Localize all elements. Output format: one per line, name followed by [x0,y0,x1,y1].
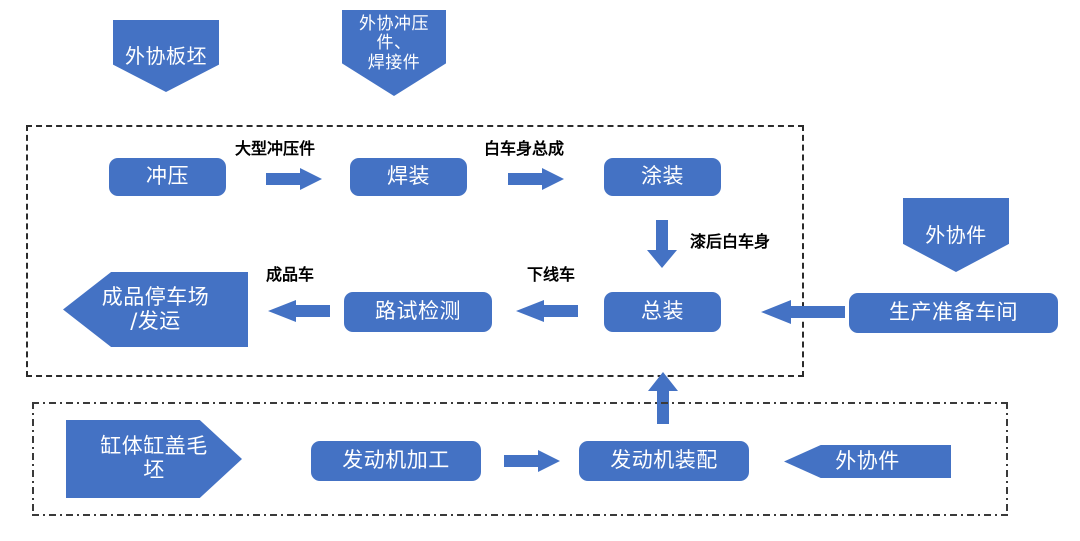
edge-label-assembly-to-roadtest: 下线车 [527,265,576,284]
arrow-painting-to-assembly [647,220,677,268]
main-zone-border [26,125,804,377]
node-welding[interactable]: 焊装 [350,158,467,196]
node-engine-assembly[interactable]: 发动机装配 [579,441,749,481]
arrow-engine-to-assembly [648,372,678,424]
edge-label-painting-to-assembly: 漆后白车身 [690,232,771,251]
node-stamping[interactable]: 冲压 [109,158,226,196]
arrow-roadtest-to-lot [268,300,330,322]
node-production-preparation-workshop[interactable]: 生产准备车间 [849,293,1058,333]
input-arrow-outsourced-parts-bottom[interactable]: 外协件 [784,445,951,478]
input-chevron-outsourced-blank[interactable]: 外协板坯 [113,20,219,92]
arrow-welding-to-painting [508,168,564,190]
arrow-machining-to-assembly [504,450,560,472]
node-painting[interactable]: 涂装 [604,158,721,196]
input-chevron-outsourced-parts-right[interactable]: 外协件 [903,198,1009,272]
arrow-prep-to-assembly [761,300,845,324]
node-cylinder-block-head-blank[interactable]: 缸体缸盖毛 坯 [66,420,242,498]
edge-label-stamping-to-welding: 大型冲压件 [235,139,316,158]
arrow-assembly-to-roadtest [516,300,578,322]
node-road-test[interactable]: 路试检测 [344,292,492,332]
node-final-assembly[interactable]: 总装 [604,292,721,332]
edge-label-roadtest-to-lot: 成品车 [266,265,315,284]
edge-label-welding-to-painting: 白车身总成 [484,139,565,158]
arrow-stamping-to-welding [266,168,322,190]
input-chevron-outsourced-stamping-welding[interactable]: 外协冲压件、 焊接件 [342,10,446,96]
node-engine-machining[interactable]: 发动机加工 [311,441,481,481]
